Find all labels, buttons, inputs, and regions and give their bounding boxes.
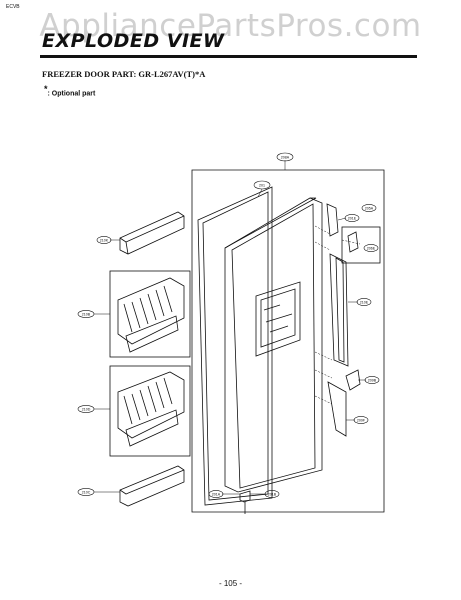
basket-box-lower [109, 365, 191, 457]
handle-cap-box [341, 226, 381, 264]
callout-text-208a: 208A [281, 155, 290, 159]
basket-lower [117, 371, 185, 439]
callout-201a [208, 490, 224, 498]
door-top-edge [224, 197, 317, 249]
door-bin-bottom-lip [119, 469, 185, 495]
page-number: - 105 - [218, 579, 243, 588]
optional-note: *: Optional part [44, 84, 95, 97]
callout-210k [96, 236, 112, 244]
basket-lower-bin [125, 409, 179, 447]
callout-text-210b: 210B [82, 312, 91, 316]
callout-text-210k: 210K [100, 238, 109, 242]
cap-leader [341, 239, 361, 245]
basket-upper-wires [123, 285, 173, 333]
callout-text-209b: 209B [368, 378, 377, 382]
door-bin-top-lip [119, 215, 185, 243]
door-inner-panel [224, 197, 323, 493]
callout-201b [264, 490, 280, 498]
corner-code: ECVB [6, 4, 20, 10]
basket-lower-wires [123, 377, 173, 425]
callout-210b [77, 310, 95, 318]
basket-upper-bin [125, 315, 179, 353]
screw-leader-4 [314, 369, 333, 379]
door-gasket-inner [202, 191, 269, 501]
assembly-frame [191, 169, 385, 513]
callout-206e [363, 244, 379, 252]
door-bin-bottom [119, 465, 185, 507]
callout-text-201e: 201E [348, 216, 357, 220]
callout-209f [353, 416, 369, 424]
dispenser-inner [260, 288, 296, 348]
dispenser-detail [263, 304, 293, 333]
callout-210c [77, 488, 95, 496]
title-rule [40, 55, 417, 58]
callout-text-205a: 205A [365, 206, 374, 210]
callout-text-201a: 201A [212, 492, 221, 496]
leader-201e [337, 217, 347, 221]
handle-top-cap [326, 203, 339, 237]
door-gasket [197, 186, 273, 506]
basket-box-upper [109, 270, 191, 358]
callout-210e [356, 298, 372, 306]
callout-201 [253, 180, 271, 190]
callout-text-209f: 209F [357, 418, 366, 422]
basket-upper [117, 277, 185, 345]
callout-text-206e: 206E [367, 246, 376, 250]
door-bin-top-front [125, 241, 129, 255]
page-title: EXPLODED VIEW [42, 30, 225, 52]
callout-210d [77, 405, 95, 413]
handle-cap-part [347, 231, 359, 253]
optional-note-text: : Optional part [47, 90, 96, 98]
callout-text-210e: 210E [360, 300, 369, 304]
callout-text-201: 201 [259, 183, 265, 187]
callout-text-210c: 210C [82, 490, 91, 494]
section-title: FREEZER DOOR PART: GR-L267AV(T)*A [42, 69, 206, 79]
handle-bar-lower [327, 381, 347, 437]
callout-205a [361, 204, 377, 212]
callout-text-201b: 201B [268, 492, 277, 496]
screw-leader-1 [314, 225, 331, 235]
screw-leader-3 [314, 351, 333, 361]
handle-bracket [345, 369, 361, 391]
door-bin-top [119, 211, 185, 255]
door-inner-edge [231, 203, 316, 489]
callout-208a [276, 152, 294, 162]
screw-leader-2 [314, 241, 331, 251]
bottom-hinge [239, 490, 251, 503]
leader-201 [257, 188, 263, 198]
optional-symbol: * [44, 84, 48, 94]
handle-bar-upper [329, 253, 349, 367]
callout-209b [364, 376, 380, 384]
callout-201e [344, 214, 360, 222]
callout-text-210d: 210D [82, 407, 91, 411]
screw-leader-5 [314, 395, 333, 405]
dispenser-recess [255, 281, 301, 357]
handle-bar-upper-inner [335, 257, 345, 363]
